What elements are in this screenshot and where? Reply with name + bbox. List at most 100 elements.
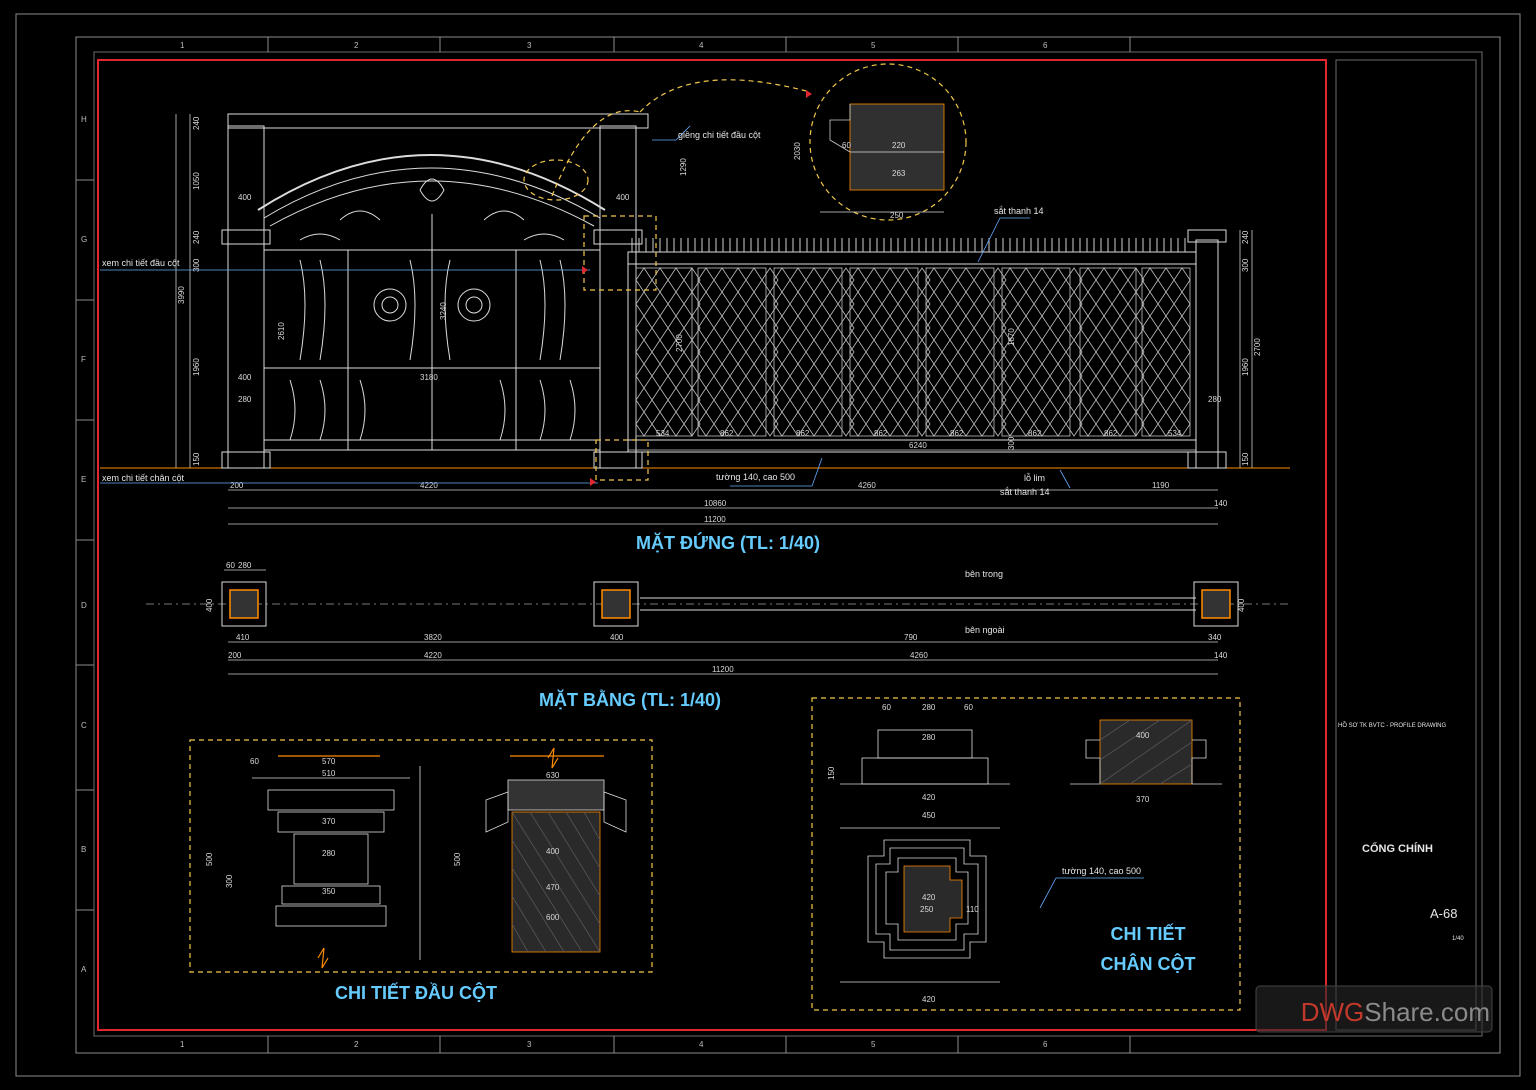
lattice-diamond: [821, 315, 839, 341]
plan-col-dim-400-right: 400: [1237, 598, 1246, 612]
callout-dim-2030: 2030: [793, 142, 802, 160]
callout-dim-250: 250: [890, 211, 904, 220]
lattice-diamond: [1157, 267, 1175, 293]
lattice-diamond: [865, 267, 883, 293]
lattice-diamond: [1127, 411, 1145, 437]
plan-dim-790: 790: [904, 633, 918, 642]
lattice-diamond: [789, 267, 807, 293]
lattice-diamond: [745, 339, 763, 365]
lattice-diamond: [925, 291, 943, 317]
lattice-diamond: [837, 291, 855, 317]
base-dim-150: 150: [827, 766, 836, 780]
lattice-diamond: [761, 267, 779, 293]
lattice-diamond: [849, 267, 867, 293]
lattice-diamond: [881, 315, 899, 341]
panel-dim-1: 534: [656, 429, 670, 438]
mid-dim-300: 300: [1007, 436, 1016, 450]
callout-circles: [189, 63, 1241, 1011]
lattice-diamond: [713, 291, 731, 317]
base-detail-leader: [1039, 877, 1144, 909]
lattice-diamond: [849, 363, 867, 389]
lattice-diamond: [1033, 315, 1051, 341]
lattice-diamond: [1017, 411, 1035, 437]
lattice-diamond: [1001, 363, 1019, 389]
grid-col-1-bottom: 1: [180, 1040, 185, 1049]
lattice-diamond: [1049, 315, 1067, 341]
plan-dim-4260: 4260: [910, 651, 928, 660]
plan-dim-410: 410: [236, 633, 250, 642]
lattice-diamond: [805, 363, 823, 389]
lattice-diamond: [1157, 363, 1175, 389]
lattice-diamond: [881, 411, 899, 437]
lattice-diamond: [713, 411, 731, 437]
lattice-diamond: [651, 411, 669, 437]
note-hole: lỗ lim: [1024, 473, 1045, 483]
lattice-diamond: [941, 363, 959, 389]
lattice-diamond: [865, 363, 883, 389]
lattice-diamond: [849, 291, 867, 317]
lattice-diamond: [635, 315, 653, 341]
left-dim-240: 240: [192, 116, 201, 130]
lattice-diamond: [913, 387, 931, 413]
lattice-diamond: [1033, 267, 1051, 293]
grid-col-2: 2: [354, 41, 359, 50]
lattice-diamond: [1001, 411, 1019, 437]
grid-col-3: 3: [527, 41, 532, 50]
lattice-diamond: [635, 291, 653, 317]
grid-row-E: E: [81, 475, 86, 484]
gate-dim-3180: 3180: [420, 373, 438, 382]
lattice-diamond: [773, 267, 791, 293]
lattice-diamond: [667, 291, 685, 317]
lattice-diamond: [1157, 315, 1175, 341]
plan-dim-140: 140: [1214, 651, 1228, 660]
lattice-diamond: [941, 315, 959, 341]
right-dim-300: 300: [1241, 258, 1250, 272]
plan-column-cores: [229, 589, 1231, 619]
lattice-diamond: [805, 291, 823, 317]
head-dim-350: 350: [322, 887, 336, 896]
base-dim-420: 420: [922, 793, 936, 802]
lattice-diamond: [761, 363, 779, 389]
lattice-diamond: [773, 339, 791, 365]
lattice-diamond: [821, 291, 839, 317]
lattice-diamond: [925, 315, 943, 341]
plan-dim-3820: 3820: [424, 633, 442, 642]
plan-dim-lines: [224, 569, 1218, 675]
lattice-diamond: [881, 339, 899, 365]
lattice-diamond: [805, 315, 823, 341]
elev-dim-4260: 4260: [858, 481, 876, 490]
lattice-diamond: [821, 267, 839, 293]
base-dim-400: 400: [1136, 731, 1150, 740]
grid-col-4: 4: [699, 41, 704, 50]
lattice-diamond: [1095, 291, 1113, 317]
lattice-diamond: [973, 387, 991, 413]
grid-frame: [75, 36, 1501, 1054]
mid-dim-2700: 2700: [675, 334, 684, 352]
plan-dim-340: 340: [1208, 633, 1222, 642]
lattice-diamond: [1095, 363, 1113, 389]
base-wall-note: tường 140, cao 500: [1062, 866, 1141, 876]
lattice-diamond: [1157, 291, 1175, 317]
lattice-diamond: [773, 363, 791, 389]
panel-dim-6: 862: [1028, 429, 1042, 438]
lattice-diamond: [941, 411, 959, 437]
lattice-diamond: [881, 363, 899, 389]
elevation-drawing: [100, 113, 1290, 469]
lattice-diamond: [683, 411, 701, 437]
title-block-sheet-name: CỔNG CHÍNH: [1362, 842, 1433, 855]
note-gate-detail: giềng chi tiết đầu cột: [678, 130, 761, 140]
lattice-diamond: [805, 339, 823, 365]
lattice-diamond: [957, 411, 975, 437]
lattice-diamond: [745, 387, 763, 413]
lattice-diamond: [1017, 363, 1035, 389]
lattice-diamond: [989, 387, 1007, 413]
grid-row-H: H: [81, 115, 87, 124]
lattice-diamond: [789, 291, 807, 317]
lattice-diamond: [1001, 267, 1019, 293]
lattice-diamond: [773, 387, 791, 413]
lattice-diamond: [1173, 315, 1191, 341]
head-dim-470: 470: [546, 883, 560, 892]
fence-pickets: [631, 238, 1186, 252]
lattice-diamond: [989, 411, 1007, 437]
plan-dim-200: 200: [228, 651, 242, 660]
